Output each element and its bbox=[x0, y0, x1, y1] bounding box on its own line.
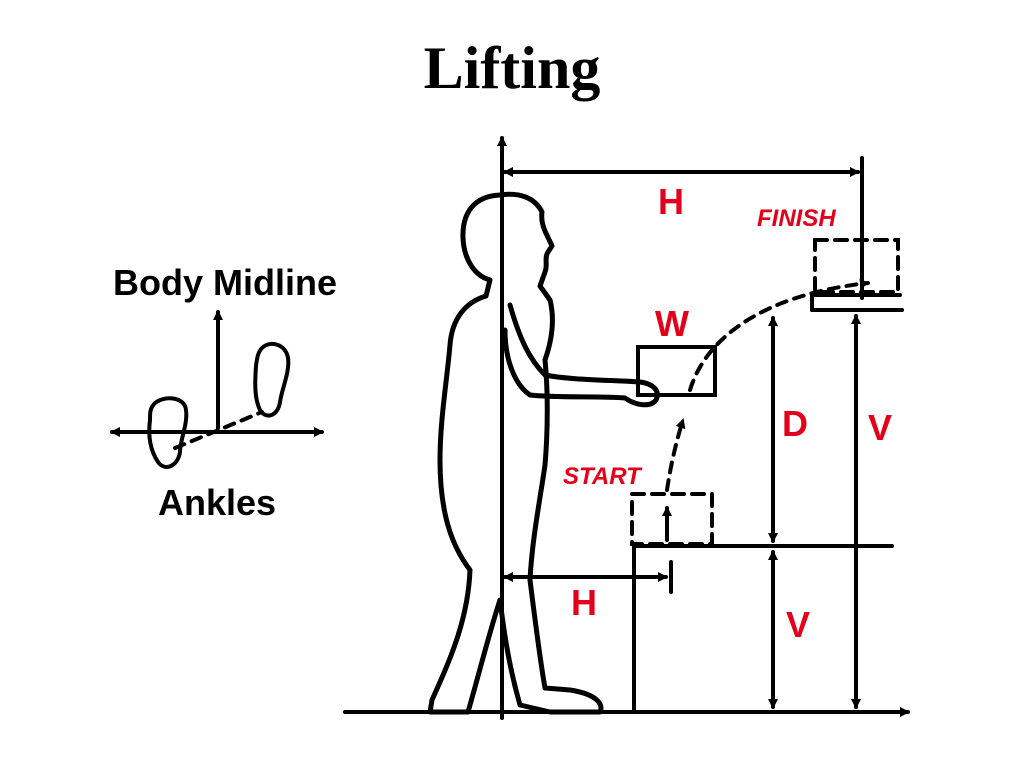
human-figure bbox=[427, 191, 604, 715]
human-arm bbox=[502, 302, 660, 408]
v-lower-label: V bbox=[786, 604, 811, 645]
h-bottom-label: H bbox=[571, 582, 597, 623]
finish-dashed-box bbox=[813, 238, 900, 294]
left-foot-outline bbox=[147, 396, 189, 469]
finish-label: FINISH bbox=[757, 205, 836, 232]
ankle-connector-dashes bbox=[173, 410, 264, 450]
right-foot-outline bbox=[253, 341, 291, 418]
start-dashed-box bbox=[630, 492, 714, 546]
body-midline-label: Body Midline bbox=[113, 262, 337, 303]
page-title: Lifting bbox=[423, 35, 601, 101]
distance-label: D bbox=[782, 403, 808, 444]
start-label: START bbox=[563, 463, 641, 490]
motion-path-lower bbox=[665, 418, 686, 492]
load-box bbox=[636, 345, 717, 397]
h-top-label: H bbox=[658, 181, 684, 222]
motion-path-upper bbox=[688, 278, 870, 392]
v-right-label: V bbox=[868, 407, 893, 448]
midline-inset bbox=[110, 310, 324, 469]
ankles-label: Ankles bbox=[158, 482, 277, 523]
weight-label: W bbox=[655, 303, 689, 344]
